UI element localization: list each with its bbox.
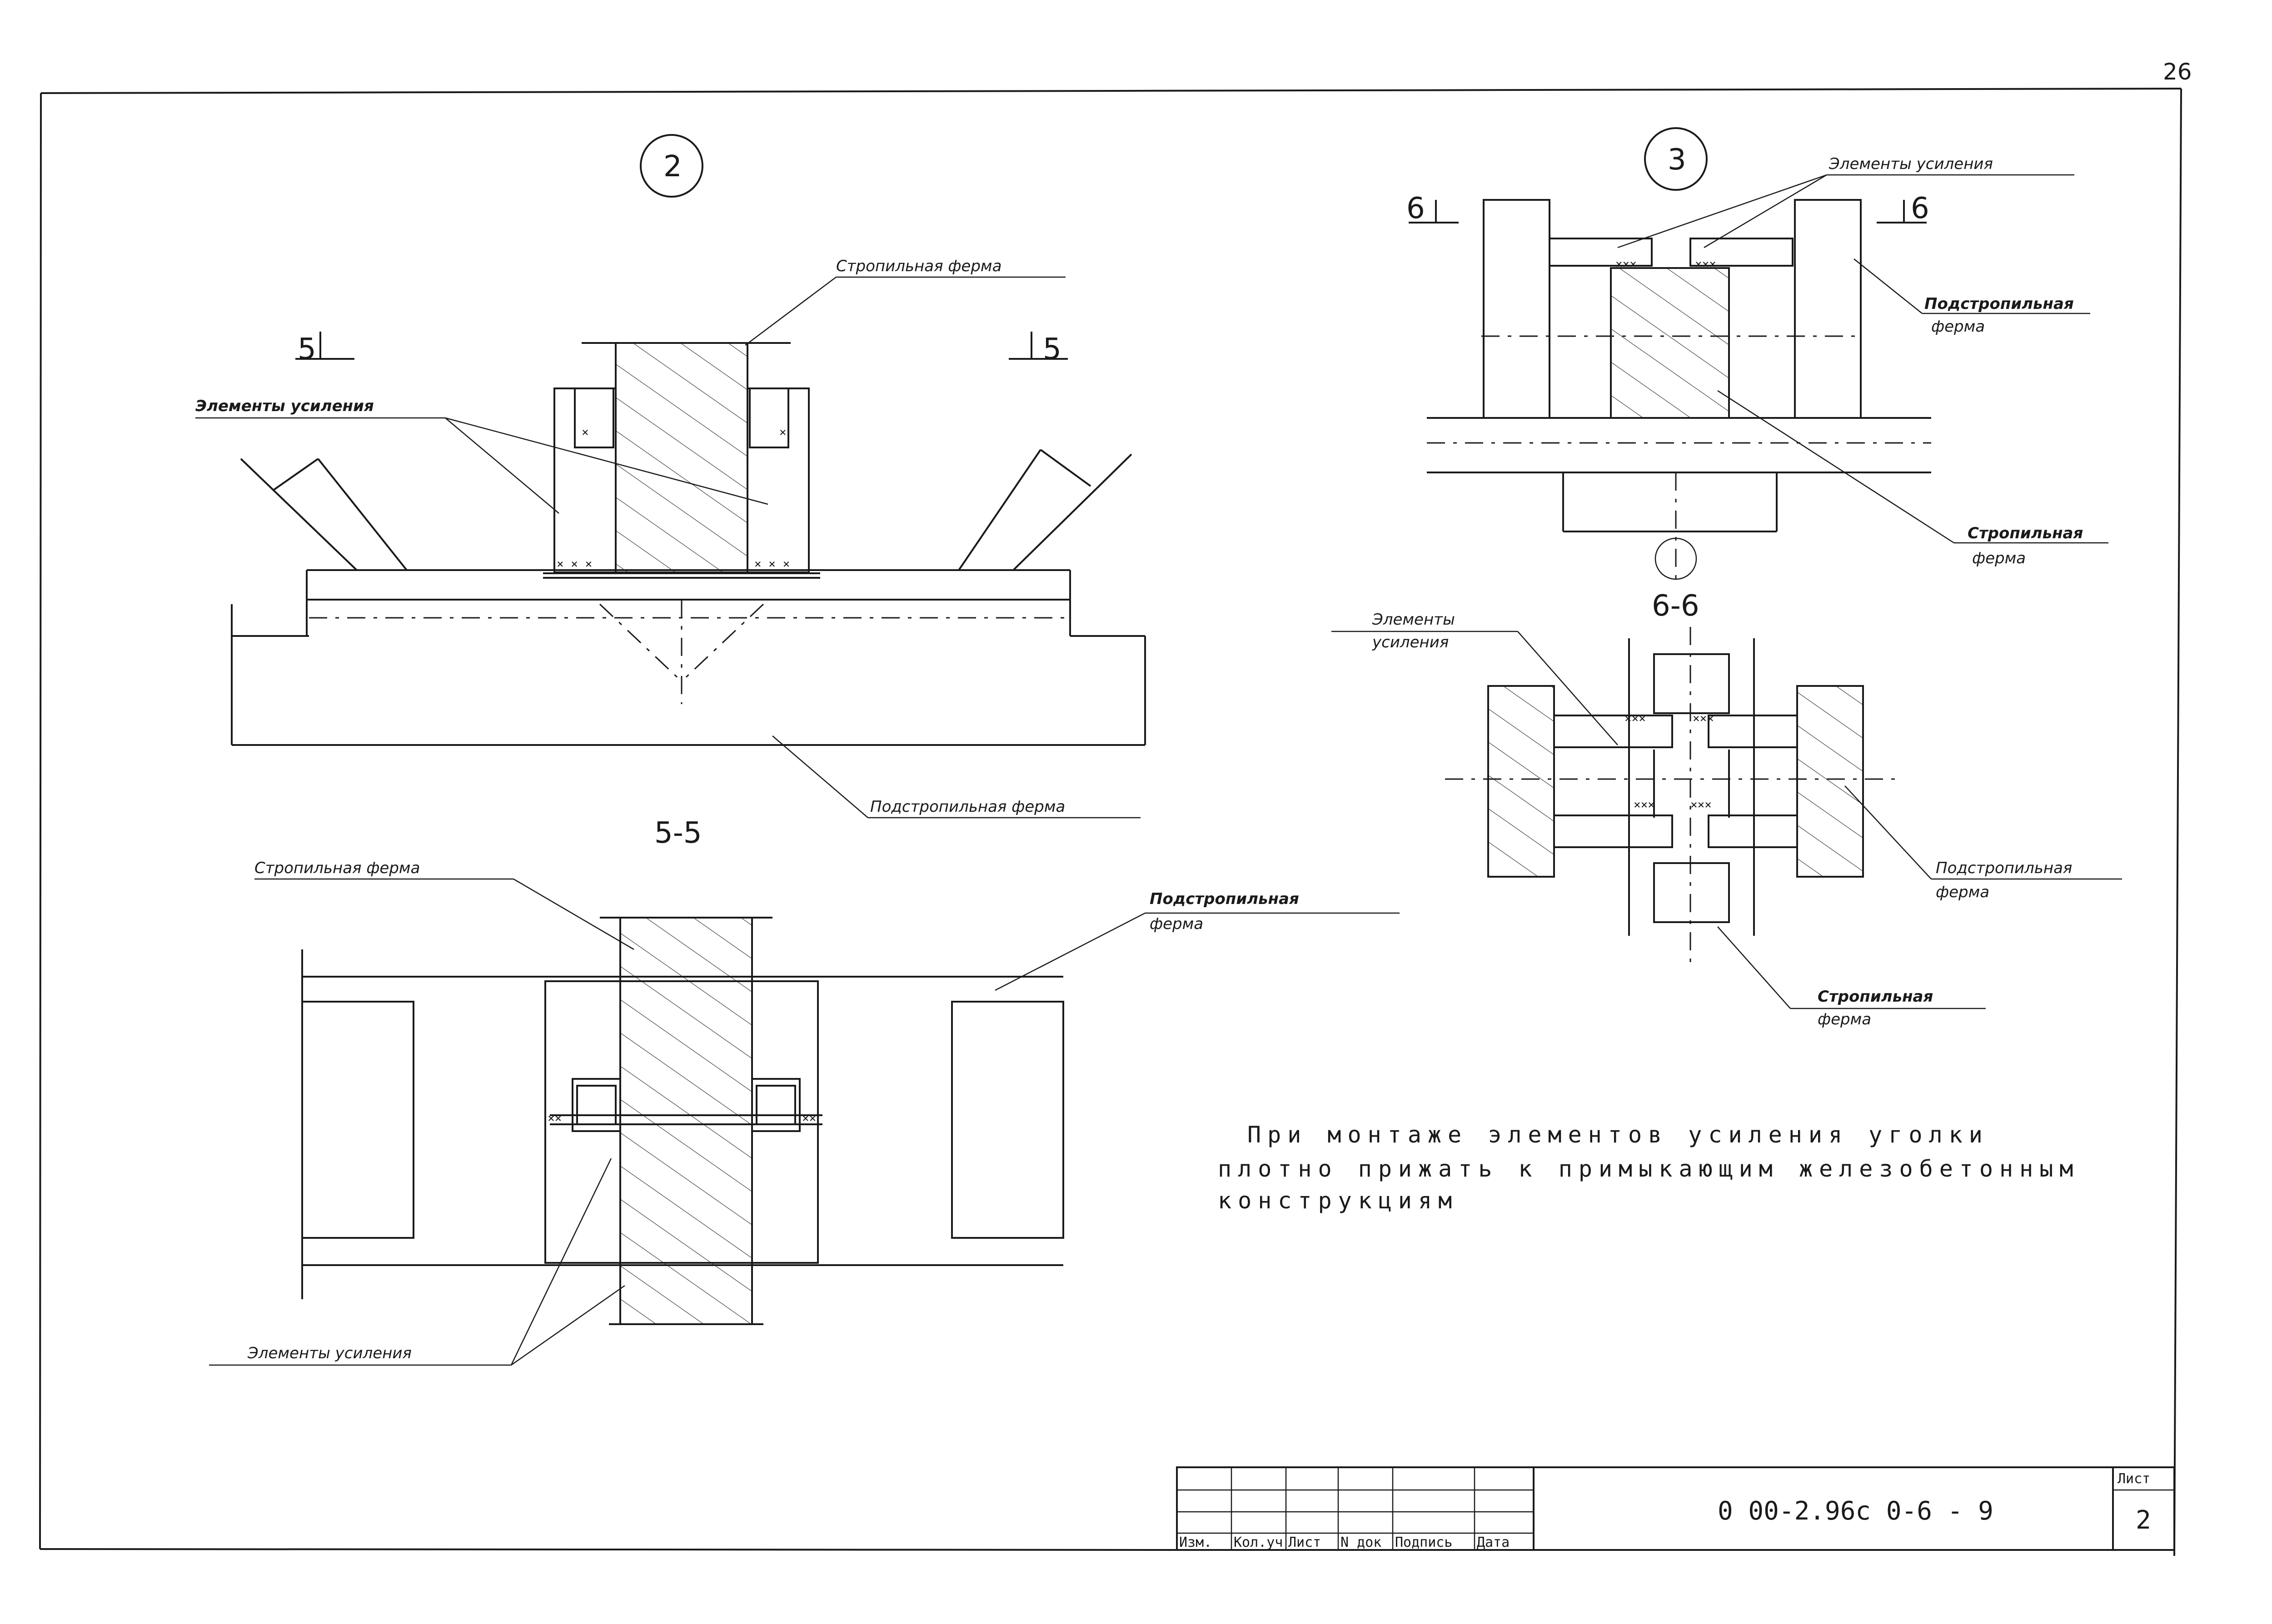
node-3-label-rafter-2: ферма bbox=[1972, 549, 2026, 567]
tb-header-data: Дата bbox=[1477, 1535, 1510, 1550]
node-2-label-rafter: Стропильная ферма bbox=[836, 257, 1001, 275]
node-3-label-rafter-1: Стропильная bbox=[1968, 524, 2083, 542]
svg-text:×××: ××× bbox=[1624, 712, 1646, 725]
section-5-5-title: 5-5 bbox=[654, 816, 702, 850]
svg-text:× × ×: × × × bbox=[754, 557, 790, 571]
tb-sheet-number: 2 bbox=[2136, 1505, 2151, 1535]
svg-text:×××: ××× bbox=[1695, 258, 1716, 271]
section-6-6-label-rafter-1: Стропильная bbox=[1818, 988, 1933, 1006]
section-6-6: 6-6 ××× ××× ××× ××× Элементы усиления По… bbox=[1331, 589, 2122, 1028]
tb-header-izm: Изм. bbox=[1179, 1535, 1212, 1550]
tb-header-list: Лист bbox=[1288, 1535, 1321, 1550]
node-3-label-reinf: Элементы усиления bbox=[1829, 155, 1993, 173]
cut-6-right: 6 bbox=[1911, 192, 1929, 225]
svg-text:×××: ××× bbox=[1615, 258, 1637, 271]
tb-header-ndok: N док bbox=[1340, 1535, 1381, 1550]
node-3-label-subrafter-1: Подстропильная bbox=[1924, 295, 2074, 313]
section-6-6-label-reinf-2: усиления bbox=[1372, 633, 1449, 651]
node-2-elevation: 2 5 5 × × × × × × × × bbox=[195, 134, 1146, 819]
cut-6-left: 6 bbox=[1406, 192, 1425, 225]
note-line-2: плотно прижать к примыкающим железобетон… bbox=[1218, 1156, 2079, 1182]
title-block: Изм. Кол.уч Лист N док Подпись Дата 0 00… bbox=[1176, 1466, 2175, 1551]
note-line-1: При монтаже элементов усиления уголки bbox=[1247, 1122, 1989, 1148]
svg-text:×××: ××× bbox=[1634, 798, 1655, 812]
tb-document-code: 0 00-2.96с 0-6 - 9 bbox=[1718, 1496, 1993, 1526]
node-3-plan: 3 6 6 ××× ××× Элементы усиления Подстроп… bbox=[1406, 127, 2108, 581]
installation-note: При монтаже элементов усиления уголки пл… bbox=[1218, 1122, 2079, 1214]
tb-header-kol: Кол.уч bbox=[1234, 1535, 1283, 1550]
svg-text:××: ×× bbox=[802, 1112, 816, 1125]
node-2-marker: 2 bbox=[663, 150, 682, 184]
section-5-5: 5-5 ×× ×× Стропильная ферма Подстропильн… bbox=[209, 816, 1400, 1366]
svg-text:× × ×: × × × bbox=[557, 557, 592, 571]
svg-text:××: ×× bbox=[548, 1112, 562, 1125]
node-3-marker: 3 bbox=[1668, 143, 1686, 177]
section-6-6-label-subrafter-1: Подстропильная bbox=[1936, 859, 2072, 877]
node-3-label-subrafter-2: ферма bbox=[1931, 318, 1985, 336]
sheet-frame bbox=[39, 88, 2182, 1556]
page-number: 26 bbox=[2163, 59, 2192, 85]
svg-text:×××: ××× bbox=[1690, 798, 1712, 812]
svg-text:×: × bbox=[582, 426, 589, 439]
section-6-6-label-subrafter-2: ферма bbox=[1936, 883, 1989, 901]
section-5-5-label-rafter: Стропильная ферма bbox=[254, 859, 420, 877]
svg-text:×××: ××× bbox=[1693, 712, 1714, 725]
section-6-6-label-reinf-1: Элементы bbox=[1372, 611, 1455, 629]
cut-5-left: 5 bbox=[298, 333, 316, 366]
note-line-3: конструкциям bbox=[1218, 1187, 1458, 1214]
cut-5-right: 5 bbox=[1043, 333, 1061, 366]
svg-text:×: × bbox=[779, 426, 787, 439]
section-6-6-title: 6-6 bbox=[1652, 589, 1699, 623]
section-6-6-label-rafter-2: ферма bbox=[1818, 1010, 1871, 1028]
section-5-5-label-subrafter-1: Подстропильная bbox=[1150, 890, 1299, 908]
node-2-label-subrafter: Подстропильная ферма bbox=[870, 798, 1065, 816]
section-5-5-label-subrafter-2: ферма bbox=[1150, 915, 1203, 933]
section-5-5-label-reinf: Элементы усиления bbox=[247, 1344, 412, 1362]
tb-header-podpis: Подпись bbox=[1395, 1535, 1452, 1550]
node-2-label-reinf: Элементы усиления bbox=[195, 397, 374, 415]
tb-sheet-label: Лист bbox=[2118, 1471, 2150, 1487]
